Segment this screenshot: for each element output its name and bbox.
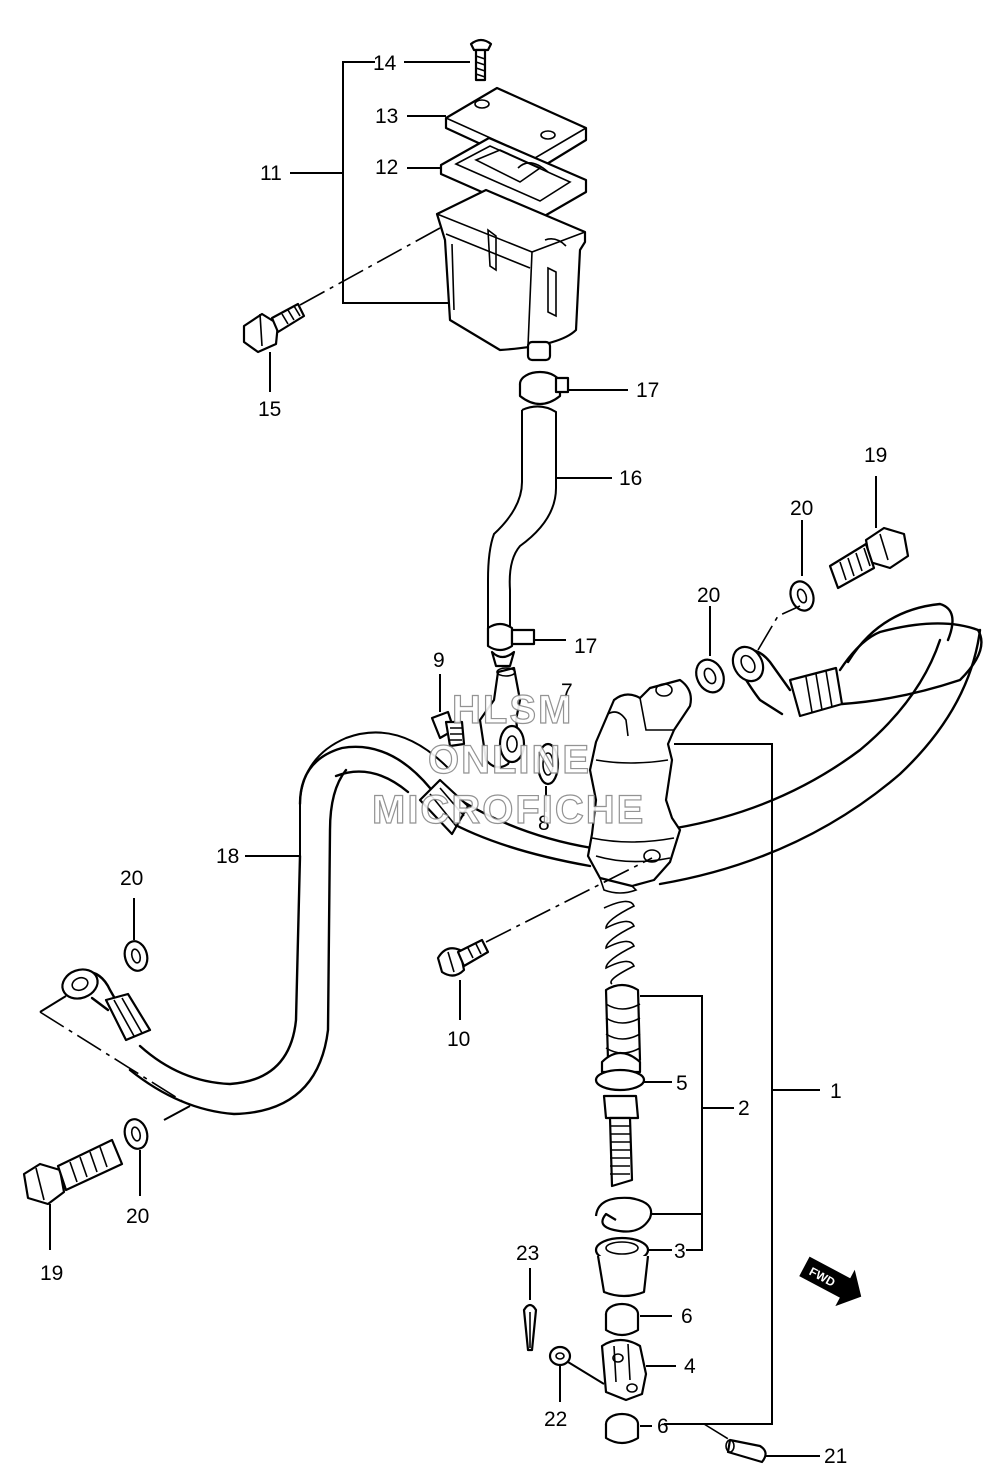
callout-10: 10 [447,1028,470,1051]
callout-12: 12 [375,156,398,179]
banjo-bolt-left [22,1138,124,1206]
nut-6-upper [604,1302,640,1337]
bracket-11 [342,61,450,304]
hose-end-fitting-left [418,778,470,836]
screw-9 [430,710,466,748]
callout-22: 22 [544,1408,567,1431]
callout-7: 7 [561,680,573,703]
washer-20-upper-right [789,580,815,612]
callout-11: 11 [260,162,282,185]
reservoir-hose [508,405,557,632]
mounting-bolt-15 [242,302,306,354]
washer-20-right [695,658,725,694]
o-ring-8 [536,742,560,786]
brake-hose-18 [658,602,983,886]
callout-19-right: 19 [864,444,887,467]
reservoir-diaphragm [439,136,588,220]
watermark: HLSM ONLINE MICROFICHE [371,687,645,832]
clevis-4 [600,1338,648,1402]
callout-20-upper-right: 20 [790,497,813,520]
banjo-bolt-right [828,526,910,590]
clevis-pin-21 [725,1438,767,1464]
hose-clamp-top [518,370,570,406]
circlip-3 [594,1196,653,1233]
bolt-axis-line [485,857,653,943]
reservoir-screw [469,38,493,82]
callout-18: 18 [216,845,239,868]
washer-20-left-upper [123,940,149,972]
callout-6-lower: 6 [657,1415,669,1438]
callout-15: 15 [258,398,281,421]
callout-20-left-lower: 20 [126,1205,149,1228]
callout-9: 9 [433,649,445,672]
callout-2: 2 [738,1097,750,1120]
callout-20-right: 20 [697,584,720,607]
callout-21: 21 [824,1445,847,1468]
callout-5: 5 [676,1072,688,1095]
callout-8: 8 [538,812,550,835]
callout-4: 4 [684,1355,696,1378]
callout-17-upper: 17 [636,379,659,402]
callout-1: 1 [830,1080,842,1103]
return-spring [603,900,636,985]
bracket-1 [664,743,773,1425]
bolt-10 [436,938,490,977]
svg-text:MICROFICHE: MICROFICHE [372,788,645,832]
washer-22 [548,1345,572,1367]
banjo-fitting-left [61,968,152,1042]
forward-direction-badge: FWD [799,1256,862,1307]
callout-23: 23 [516,1242,539,1265]
callout-13: 13 [375,105,398,128]
callout-6-upper: 6 [681,1305,693,1328]
callout-17-lower: 17 [574,635,597,658]
bracket-2 [640,995,703,1251]
callout-16: 16 [619,467,642,490]
washer-20-left-lower [123,1118,149,1150]
inlet-fitting-7 [478,666,526,769]
master-cylinder [586,678,692,894]
cotter-pin-23 [522,1303,538,1352]
svg-text:HLSM: HLSM [452,688,573,732]
reservoir-body [435,188,587,362]
piston-5 [594,1051,646,1120]
callout-14: 14 [373,52,397,75]
svg-text:ONLINE: ONLINE [428,738,591,782]
callout-3: 3 [674,1240,686,1263]
push-rod [608,1116,634,1188]
boot-3 [594,1236,650,1298]
callout-20-left-upper: 20 [120,867,143,890]
callout-19-left: 19 [40,1262,63,1285]
hose-clamp-bottom [486,622,536,668]
nut-6-lower [604,1412,640,1445]
